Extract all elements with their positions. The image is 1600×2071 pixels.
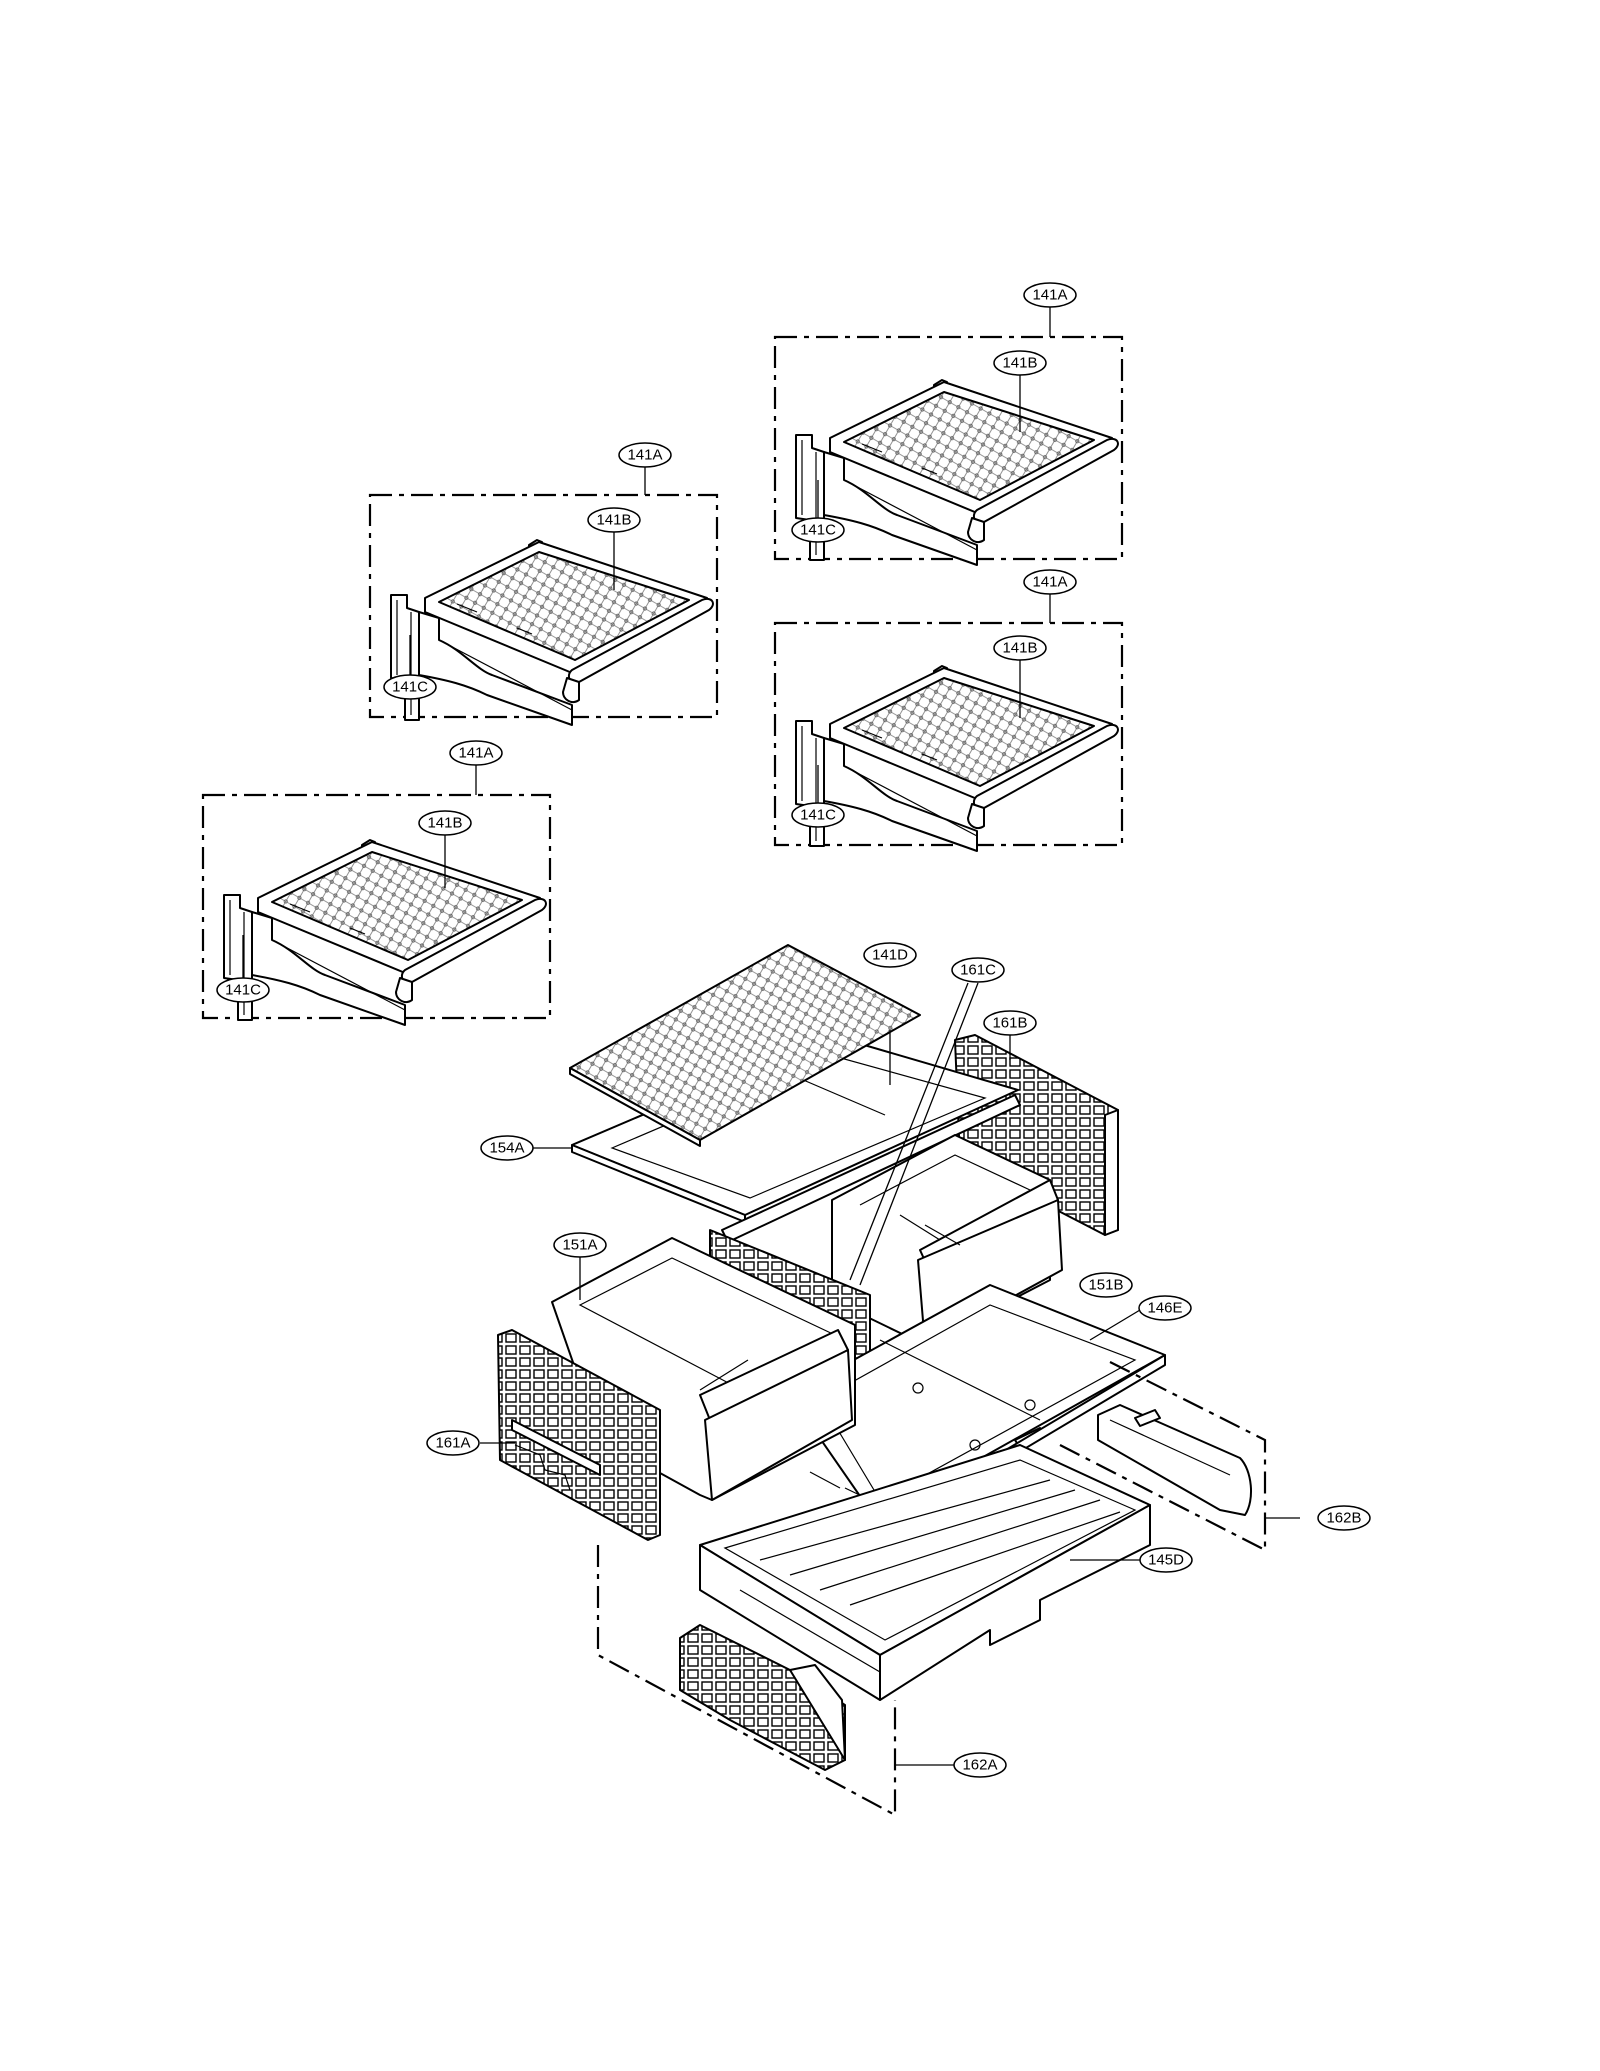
shelf-assembly-2: 141A 141B 141C [368, 442, 719, 726]
label-161c: 161C [951, 957, 1005, 983]
drawer-rail-162b [1059, 1361, 1267, 1552]
pantry-drawer-145d [699, 1444, 1151, 1701]
svg-text:141B: 141B [1002, 640, 1037, 657]
label-141a-shelf-2: 141A [618, 442, 672, 468]
shelf-2-dashed-box [368, 493, 719, 719]
shelf-assembly-1: 141A 141B 141C [201, 740, 552, 1026]
svg-text:161A: 161A [435, 1435, 470, 1452]
label-146e: 146E [1138, 1295, 1192, 1321]
drawer-rail-162a [596, 1545, 897, 1817]
svg-text:141D: 141D [872, 947, 908, 964]
svg-text:141B: 141B [596, 512, 631, 529]
label-141c-shelf-2: 141C [383, 674, 437, 700]
label-141b-shelf-2: 141B [587, 507, 641, 533]
divider-161a [497, 1329, 661, 1541]
svg-text:154A: 154A [489, 1140, 524, 1157]
glass-shelf-141d [569, 944, 921, 1147]
svg-text:162B: 162B [1326, 1510, 1361, 1527]
svg-text:161C: 161C [960, 962, 996, 979]
svg-text:145D: 145D [1148, 1552, 1184, 1569]
label-141b-shelf-1: 141B [418, 810, 472, 836]
svg-text:141C: 141C [800, 807, 836, 824]
shelf-1-dashed-box [201, 793, 552, 1020]
label-145d: 145D [1139, 1547, 1193, 1573]
shelf-4-dashed-box [773, 621, 1124, 847]
svg-text:141C: 141C [225, 982, 261, 999]
svg-text:141B: 141B [427, 815, 462, 832]
svg-text:141B: 141B [1002, 355, 1037, 372]
label-141d: 141D [863, 942, 917, 968]
svg-text:151A: 151A [562, 1237, 597, 1254]
svg-text:162A: 162A [962, 1757, 997, 1774]
label-141a-shelf-1: 141A [449, 740, 503, 766]
shelf-assembly-4: 141A 141B 141C [773, 569, 1124, 852]
label-162b: 162B [1317, 1505, 1371, 1531]
label-154a: 154A [480, 1135, 534, 1161]
label-141c-shelf-1: 141C [216, 977, 270, 1003]
label-141a-shelf-3: 141A [1023, 282, 1077, 308]
label-141a-shelf-4: 141A [1023, 569, 1077, 595]
svg-text:141A: 141A [458, 745, 493, 762]
label-141c-shelf-4: 141C [791, 802, 845, 828]
label-151a: 151A [553, 1232, 607, 1258]
svg-text:151B: 151B [1088, 1277, 1123, 1294]
svg-text:146E: 146E [1147, 1300, 1182, 1317]
shelf-3-dashed-box [773, 335, 1124, 561]
label-141c-shelf-3: 141C [791, 517, 845, 543]
svg-text:141A: 141A [627, 447, 662, 464]
shelf-assembly-3: 141A 141B 141C [773, 282, 1124, 566]
label-141b-shelf-4: 141B [993, 635, 1047, 661]
svg-text:141A: 141A [1032, 574, 1067, 591]
svg-text:141A: 141A [1032, 287, 1067, 304]
svg-text:161B: 161B [992, 1015, 1027, 1032]
svg-text:141C: 141C [392, 679, 428, 696]
label-162a: 162A [953, 1752, 1007, 1778]
label-141b-shelf-3: 141B [993, 350, 1047, 376]
label-161b: 161B [983, 1010, 1037, 1036]
label-151b: 151B [1079, 1272, 1133, 1298]
svg-text:141C: 141C [800, 522, 836, 539]
label-161a: 161A [426, 1430, 480, 1456]
